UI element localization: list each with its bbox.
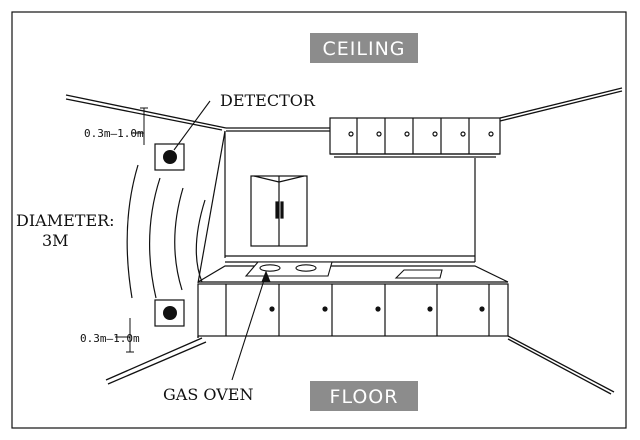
back-wall-edges	[224, 131, 476, 262]
gas-stove	[244, 261, 333, 277]
lower-cabinet-knobs	[269, 306, 485, 312]
diameter-label-line2: 3M	[42, 231, 69, 250]
distance-marker-bottom	[115, 318, 134, 353]
floor-lines	[105, 335, 615, 395]
ceiling-label-text: CEILING	[323, 38, 406, 60]
upper-cabinet-knobs	[348, 131, 494, 137]
gas-oven-leader	[231, 270, 271, 381]
floor-label-box	[310, 381, 418, 411]
wall-window	[250, 175, 308, 247]
distance-bottom-text: 0.3m—1.0m	[80, 332, 140, 345]
diagram-frame	[11, 11, 627, 429]
sink	[394, 269, 443, 279]
detector-leader	[173, 100, 211, 151]
left-wall-corner	[197, 130, 226, 284]
floor-label-text: FLOOR	[330, 386, 399, 408]
detector-top-dot	[163, 150, 177, 164]
floor-label: FLOOR	[310, 381, 418, 411]
detector-label: DETECTOR	[220, 91, 316, 110]
diameter-label-line1: DIAMETER:	[16, 211, 115, 230]
detector-bottom-dot	[163, 306, 177, 320]
ceiling-label: CEILING	[310, 33, 418, 63]
distance-marker-top	[131, 107, 148, 145]
distance-top-text: 0.3m—1.0m	[84, 127, 144, 140]
ceiling-label-box	[310, 33, 418, 63]
diffusion-curves	[126, 164, 206, 299]
detector-bottom	[154, 299, 185, 327]
gas-oven-label: GAS OVEN	[163, 385, 253, 404]
upper-cabinet	[329, 117, 501, 158]
counter-top	[197, 265, 509, 283]
detector-top	[154, 143, 185, 171]
backsplash	[225, 255, 475, 263]
lower-cabinets	[197, 283, 509, 337]
